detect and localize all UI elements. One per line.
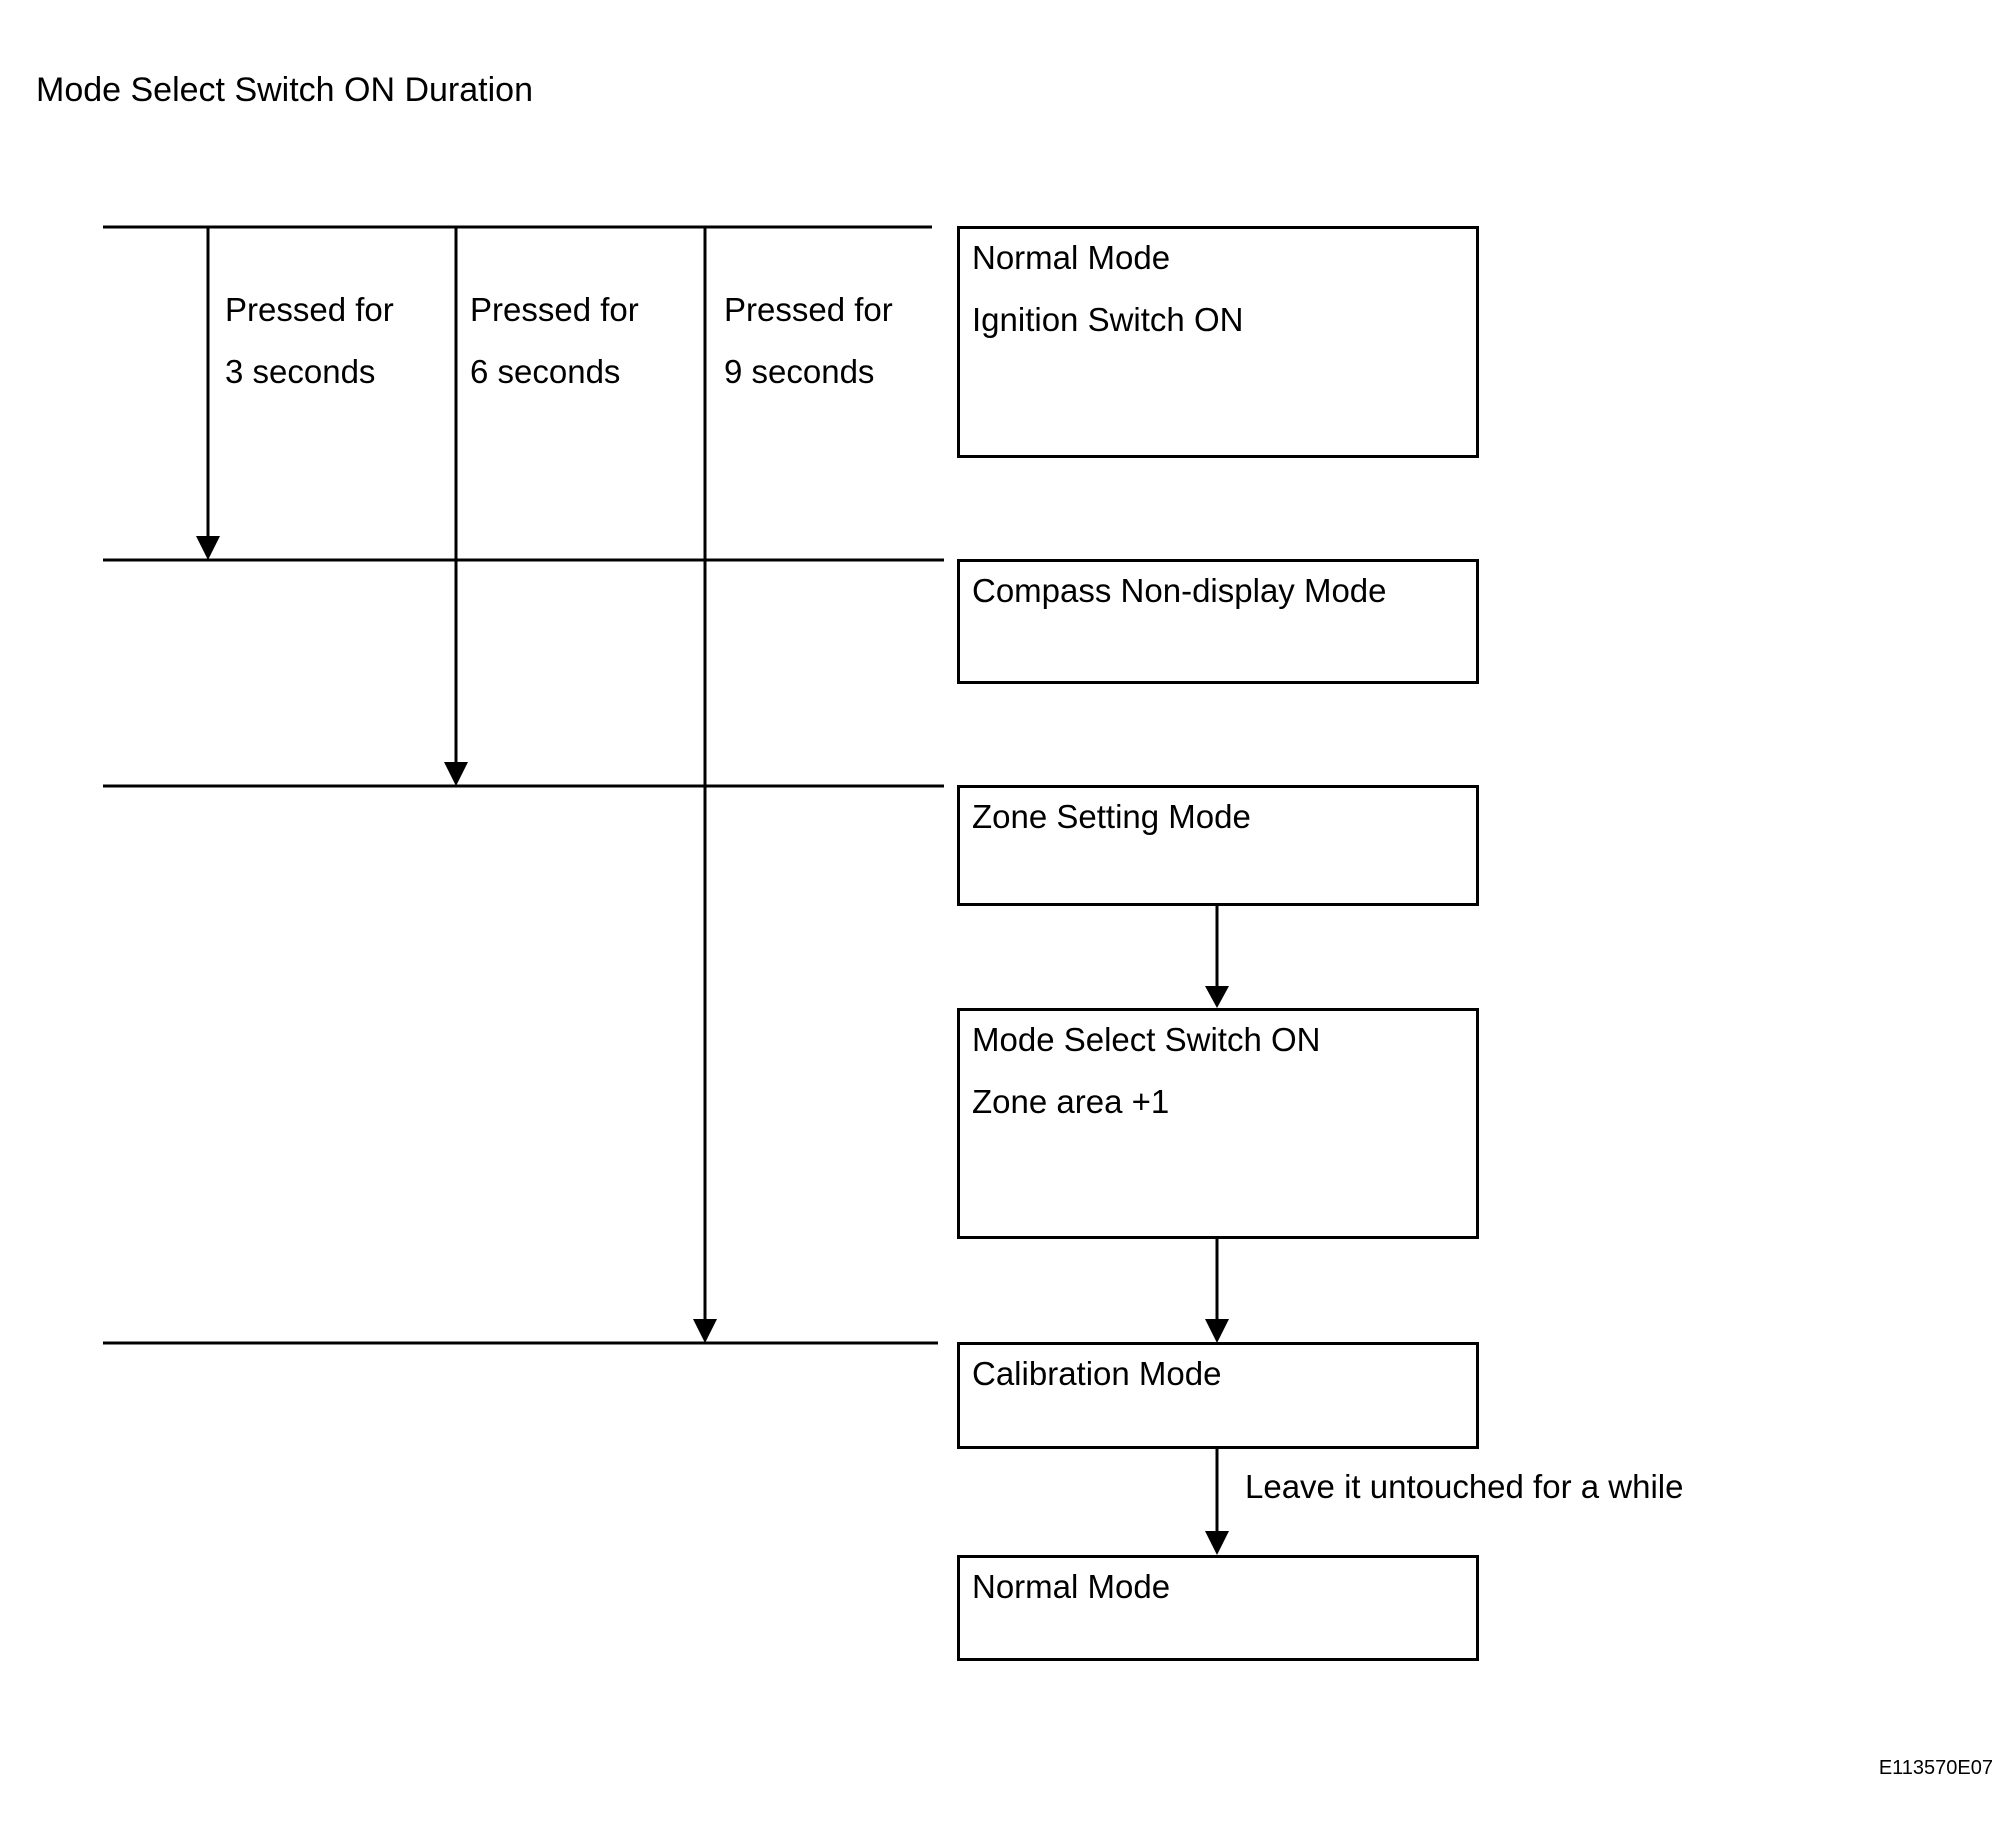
press-label-6s-line1: Pressed for (470, 291, 639, 328)
press-label-9s-line1: Pressed for (724, 291, 893, 328)
press-label-9s-line2: 9 seconds (724, 353, 875, 390)
box-normal-mode-detail: Ignition Switch ON (972, 301, 1244, 338)
box-zone-setting-mode: Zone Setting Mode (957, 785, 1479, 906)
arrowhead-zone-to-switch (1205, 986, 1229, 1008)
box-normal-mode-title: Normal Mode (972, 239, 1171, 276)
box-calibration-title: Calibration Mode (972, 1355, 1222, 1392)
arrowhead-9-seconds (693, 1319, 717, 1343)
figure-reference: E113570E07 (1878, 1757, 1993, 1779)
box-switch-on-title: Mode Select Switch ON (972, 1021, 1321, 1058)
arrowhead-3-seconds (196, 536, 220, 560)
arrowhead-switch-to-calibration (1205, 1319, 1229, 1343)
box-compass-non-display-mode: Compass Non-display Mode (957, 559, 1479, 684)
press-label-3s-line1: Pressed for (225, 291, 394, 328)
press-label-3s-line2: 3 seconds (225, 353, 376, 390)
diagram-title: Mode Select Switch ON Duration (36, 71, 533, 109)
transition-label: Leave it untouched for a while (1245, 1468, 1684, 1505)
box-normal-mode: Normal Mode Ignition Switch ON (957, 226, 1479, 458)
box-calibration-mode: Calibration Mode (957, 1342, 1479, 1449)
box-switch-on-detail: Zone area +1 (972, 1083, 1170, 1120)
box-normal-mode-return-title: Normal Mode (972, 1568, 1171, 1605)
box-zone-setting-title: Zone Setting Mode (972, 798, 1251, 835)
box-normal-mode-return: Normal Mode (957, 1555, 1479, 1661)
arrowhead-calibration-to-normal (1205, 1531, 1229, 1555)
box-mode-select-switch-on: Mode Select Switch ON Zone area +1 (957, 1008, 1479, 1239)
press-label-6s-line2: 6 seconds (470, 353, 621, 390)
box-compass-title: Compass Non-display Mode (972, 572, 1387, 609)
arrowhead-6-seconds (444, 762, 468, 786)
